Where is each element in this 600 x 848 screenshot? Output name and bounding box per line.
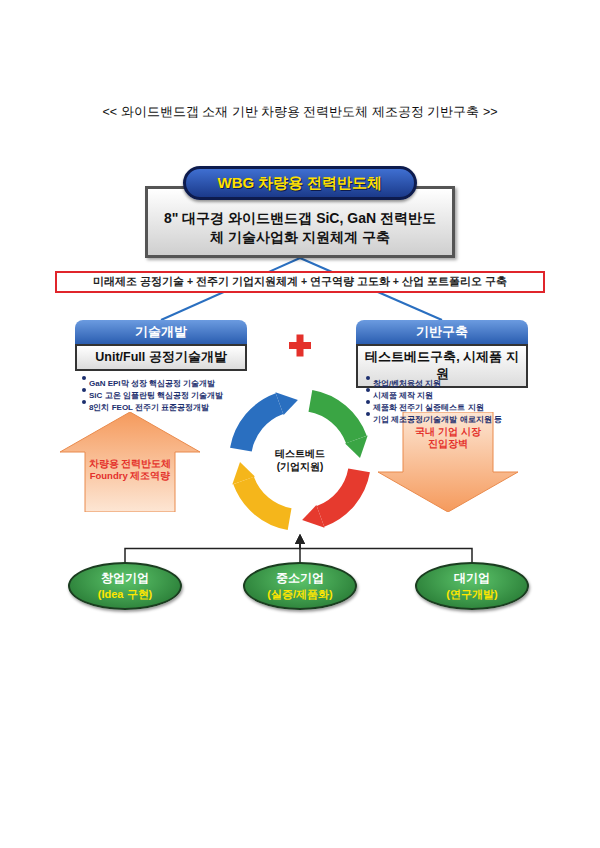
bullet-dot — [82, 376, 86, 380]
company-ellipse: 창업기업(Idea 구현) — [68, 562, 182, 610]
node-text: (연구개발) — [446, 587, 497, 602]
bullet-text: SiC 고온 임플란팅 핵심공정 기술개발 — [82, 391, 223, 400]
company-ellipse: 중소기업(실증/제품화) — [243, 562, 357, 610]
bullet-dot — [82, 388, 86, 392]
bullet-dot — [366, 400, 370, 404]
node-text: 기술개발 — [75, 320, 247, 344]
node-text: 미래제조 공정기술 + 전주기 기업지원체계 + 연구역량 고도화 + 산업 포… — [93, 275, 507, 289]
node-text: 중소기업 — [276, 570, 324, 587]
node-text: 테스트베드 (기업지원) — [269, 445, 331, 475]
node-text: 창업기업 — [101, 570, 149, 587]
node-text: 8" 대구경 와이드밴드갭 SiC, GaN 전력반도체 기술사업화 지원체계 … — [158, 209, 442, 247]
bullet-item: 8인치 FEOL 전주기 표준공정개발 — [82, 396, 209, 414]
bullet-item: 창업/벤처육성 지원 — [366, 372, 441, 390]
bullet-text: 8인치 FEOL 전주기 표준공정개발 — [82, 403, 209, 412]
company-ellipse: 대기업(연구개발) — [415, 562, 529, 610]
arrow-polygon — [60, 412, 200, 512]
bullet-item: GaN EPI막 성장 핵심공정 기술개발 — [82, 372, 215, 390]
bullet-item: 시제품 제작 지원 — [366, 384, 433, 402]
bullet-item: 기업 제조공정/기술개발 애로지원 등 — [366, 408, 502, 426]
connector — [300, 535, 472, 562]
bullet-text: 시제품 제작 지원 — [366, 391, 433, 400]
bullet-item: SiC 고온 임플란팅 핵심공정 기술개발 — [82, 384, 223, 402]
node-text: 대기업 — [454, 570, 490, 587]
diagram-title: << 와이드밴드갭 소재 기반 차량용 전력반도체 제조공정 기반구축 >> — [0, 104, 600, 121]
bullet-dot — [366, 388, 370, 392]
node-text: WBG 차량용 전력반도체 — [206, 174, 395, 193]
tab-box: 기술개발Unit/Full 공정기술개발 — [75, 320, 247, 371]
bullet-dot — [82, 400, 86, 404]
arrow-polygon — [378, 412, 518, 512]
down-arrow-shape: 국내 기업 시장 진입장벽 — [378, 412, 518, 512]
bullet-text: 창업/벤처육성 지원 — [366, 379, 441, 388]
bullet-text: GaN EPI막 성장 핵심공정 기술개발 — [82, 379, 215, 388]
node-text: Unit/Full 공정기술개발 — [75, 344, 247, 371]
title-banner: WBG 차량용 전력반도체 — [183, 166, 417, 200]
plus-sign — [289, 335, 311, 357]
node-text: (실증/제품화) — [267, 587, 332, 602]
bullet-item: 제품화 전주기 실증테스트 지원 — [366, 396, 484, 414]
cycle-node: 테스트베드 (기업지원) — [225, 385, 375, 535]
up-arrow-shape: 차량용 전력반도체 Foundry 제조역량 — [60, 412, 200, 512]
tab-box: 기반구축테스트베드구축, 시제품 지원 — [356, 320, 528, 388]
bullet-dot — [366, 376, 370, 380]
strategy-band: 미래제조 공정기술 + 전주기 기업지원체계 + 연구역량 고도화 + 산업 포… — [55, 271, 545, 293]
node-text: 국내 기업 시장 진입장벽 — [414, 426, 482, 451]
bullet-dot — [366, 412, 370, 416]
bullet-text: 기업 제조공정/기술개발 애로지원 등 — [366, 415, 502, 424]
bullet-text: 제품화 전주기 실증테스트 지원 — [366, 403, 484, 412]
node-text: 기반구축 — [356, 320, 528, 344]
node-text: (Idea 구현) — [98, 587, 152, 602]
cycle-ring — [232, 392, 367, 527]
node-text: 차량용 전력반도체 Foundry 제조역량 — [85, 458, 175, 483]
connector — [125, 535, 300, 562]
